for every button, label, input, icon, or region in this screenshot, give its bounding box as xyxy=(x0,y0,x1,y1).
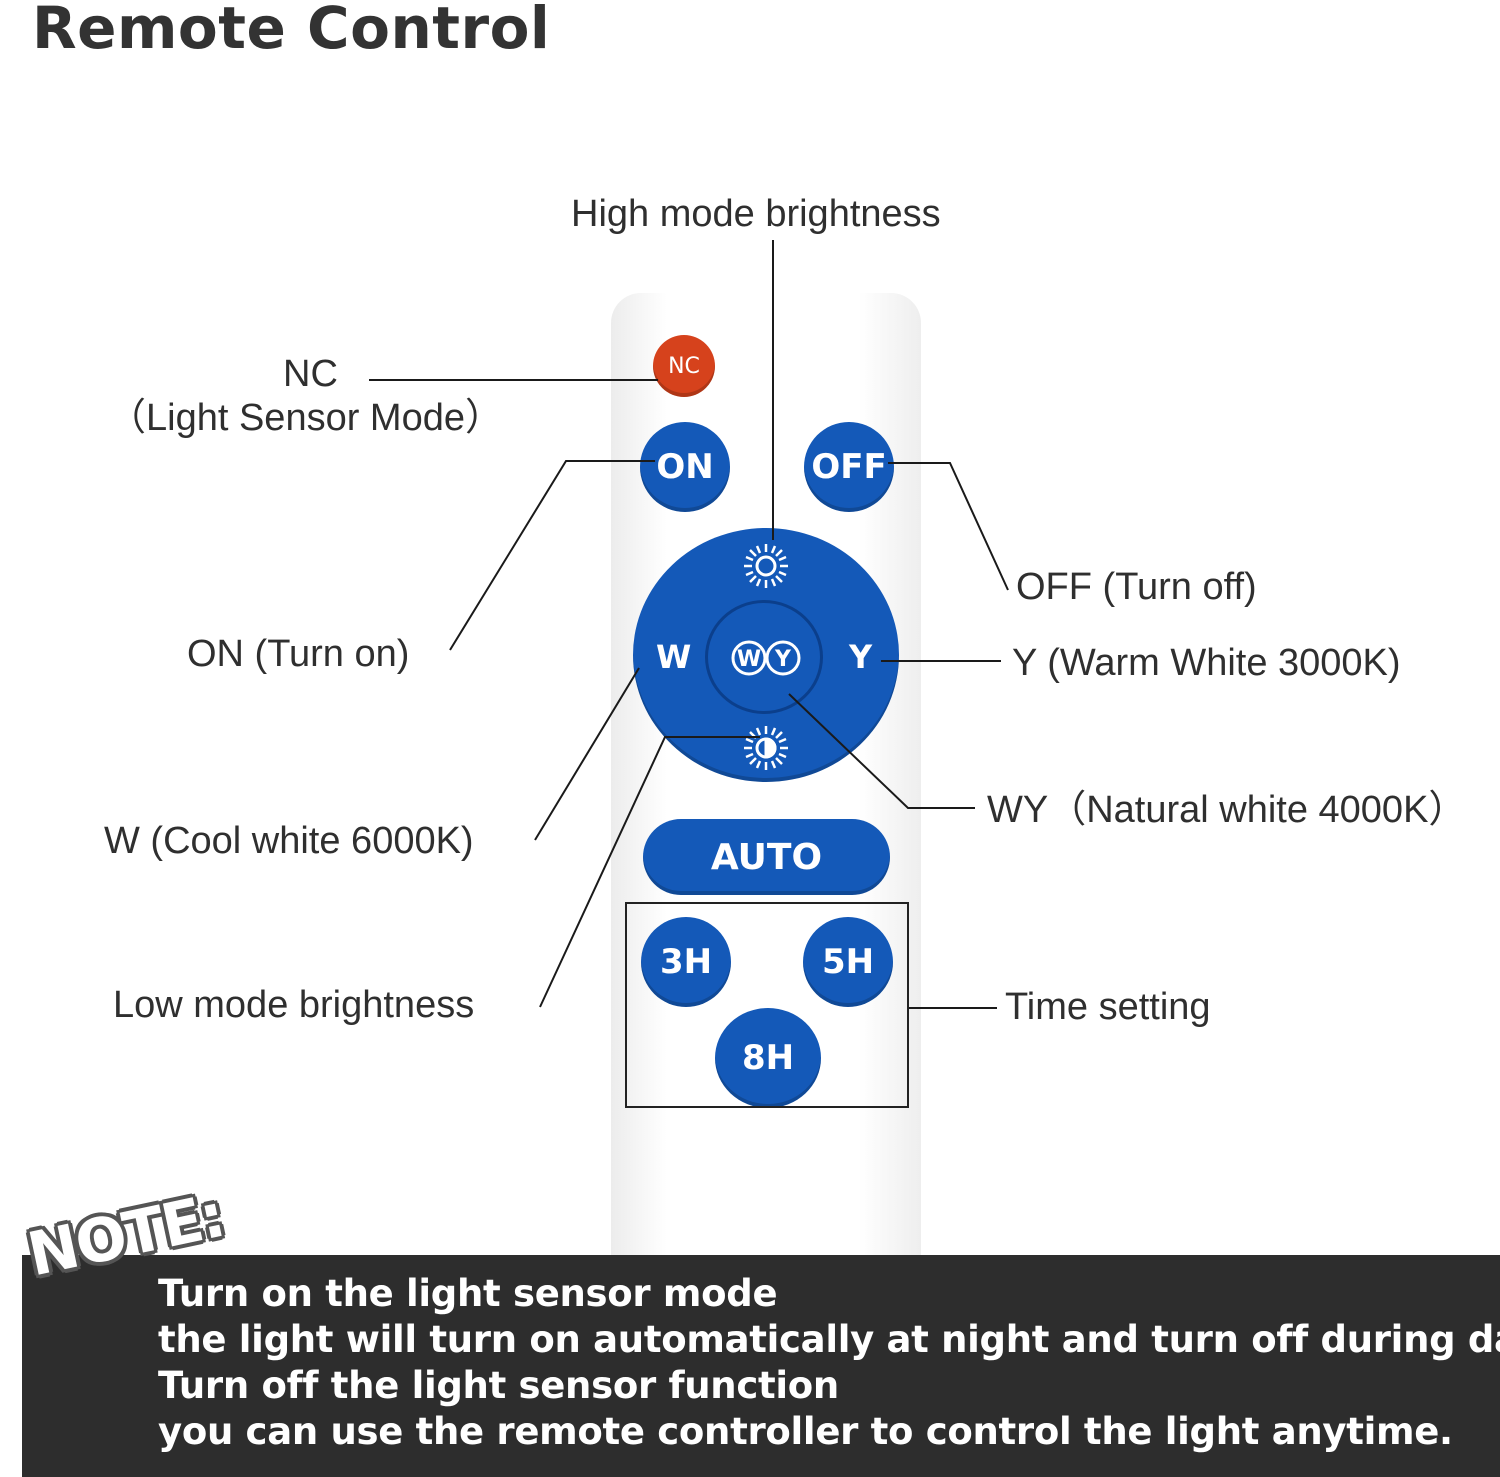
timer-8h-button[interactable]: 8H xyxy=(715,1008,821,1108)
label-high-mode-brightness: High mode brightness xyxy=(571,193,941,235)
w-button[interactable]: W xyxy=(656,638,692,676)
page-title: Remote Control xyxy=(32,0,551,62)
label-on-turn-on: ON (Turn on) xyxy=(187,633,410,675)
note-line-1: Turn on the light sensor mode xyxy=(158,1272,778,1315)
nc-button[interactable]: NC xyxy=(653,335,715,397)
line-w xyxy=(534,667,640,841)
note-band xyxy=(22,1255,1500,1477)
label-low-mode-brightness: Low mode brightness xyxy=(113,984,475,1026)
timer-5h-button[interactable]: 5H xyxy=(803,917,893,1007)
line-on xyxy=(449,460,655,651)
label-time-setting: Time setting xyxy=(1005,986,1211,1028)
label-off-turn-off: OFF (Turn off) xyxy=(1016,566,1257,608)
label-nc: NC xyxy=(283,353,338,395)
sun-high-icon[interactable] xyxy=(738,538,794,594)
wy-icon: W Y xyxy=(731,640,801,676)
wy-button[interactable] xyxy=(705,600,823,714)
label-y-warm-white: Y (Warm White 3000K) xyxy=(1012,642,1401,684)
note-line-3: Turn off the light sensor function xyxy=(158,1364,839,1407)
on-button[interactable]: ON xyxy=(640,422,730,512)
line-off xyxy=(888,462,1009,591)
time-setting-box xyxy=(625,902,909,1108)
label-light-sensor-mode: （Light Sensor Mode） xyxy=(108,397,503,439)
note-line-4: you can use the remote controller to con… xyxy=(158,1410,1453,1453)
line-low-brightness xyxy=(539,736,760,1008)
auto-button[interactable]: AUTO xyxy=(643,819,890,895)
line-wy xyxy=(788,693,975,809)
sun-low-icon[interactable] xyxy=(738,720,794,776)
off-button[interactable]: OFF xyxy=(804,422,894,512)
label-wy-natural-white: WY（Natural white 4000K） xyxy=(987,789,1467,831)
wy-icon-y: Y xyxy=(774,647,792,672)
wy-icon-w: W xyxy=(737,647,761,672)
y-button[interactable]: Y xyxy=(849,638,873,676)
label-w-cool-white: W (Cool white 6000K) xyxy=(104,820,474,862)
timer-3h-button[interactable]: 3H xyxy=(641,917,731,1007)
note-line-2: the light will turn on automatically at … xyxy=(158,1318,1500,1361)
